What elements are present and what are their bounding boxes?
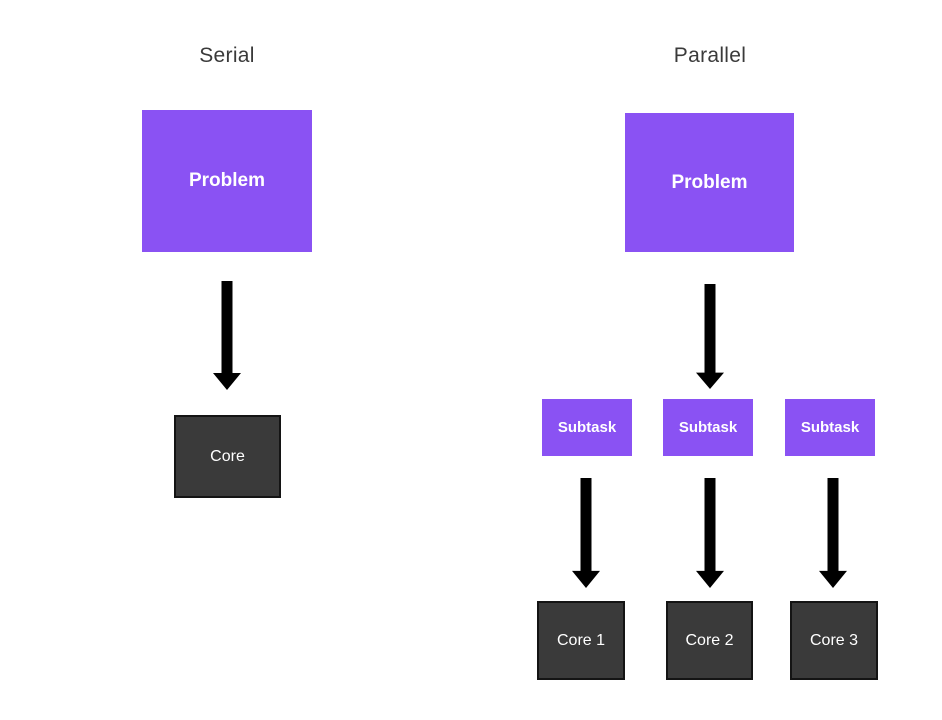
serial-core-label: Core <box>210 447 245 465</box>
serial-problem-box: Problem <box>142 110 312 252</box>
parallel-problem-label: Problem <box>671 171 748 193</box>
core-box: Core 1 <box>537 601 625 680</box>
parallel-title: Parallel <box>673 44 747 67</box>
subtask-box: Subtask <box>663 399 753 456</box>
down-arrow-icon <box>572 478 600 588</box>
subtask-box: Subtask <box>542 399 632 456</box>
subtask-box: Subtask <box>785 399 875 456</box>
subtask-label: Subtask <box>800 419 860 436</box>
down-arrow-icon <box>213 281 241 390</box>
down-arrow-icon <box>696 478 724 588</box>
serial-title: Serial <box>199 44 255 67</box>
serial-core-box: Core <box>174 415 281 498</box>
core-box: Core 3 <box>790 601 878 680</box>
subtask-label: Subtask <box>678 419 738 436</box>
down-arrow-icon <box>696 284 724 389</box>
subtask-label: Subtask <box>557 419 617 436</box>
parallel-problem-box: Problem <box>625 113 794 252</box>
core-label: Core 1 <box>556 631 606 649</box>
down-arrow-icon <box>819 478 847 588</box>
serial-problem-label: Problem <box>188 170 266 191</box>
core-label: Core 3 <box>809 631 859 649</box>
core-label: Core 2 <box>685 631 734 649</box>
core-box: Core 2 <box>666 601 753 680</box>
